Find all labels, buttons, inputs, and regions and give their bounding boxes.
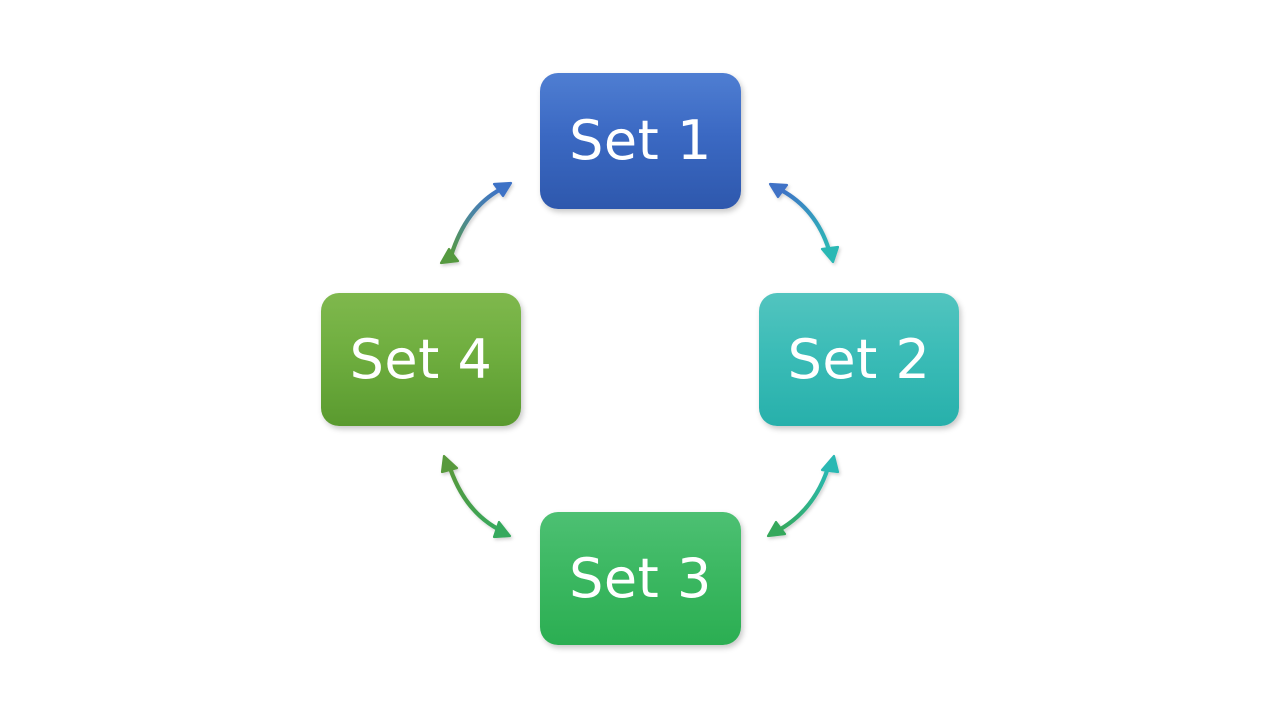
- node-set-2-label: Set 2: [787, 327, 931, 391]
- node-set-1-label: Set 1: [569, 109, 712, 172]
- node-set-1[interactable]: Set 1: [540, 73, 741, 209]
- connector-set1-set2[interactable]: [768, 182, 840, 264]
- node-set-4[interactable]: Set 4: [321, 293, 521, 426]
- node-set-3-label: Set 3: [569, 546, 712, 610]
- connector-set4-set1[interactable]: [439, 181, 513, 265]
- node-set-4-label: Set 4: [349, 327, 493, 391]
- connector-set3-set4[interactable]: [440, 454, 512, 539]
- connector-set2-set3[interactable]: [766, 454, 840, 538]
- node-set-3[interactable]: Set 3: [540, 512, 741, 645]
- node-set-2[interactable]: Set 2: [759, 293, 959, 426]
